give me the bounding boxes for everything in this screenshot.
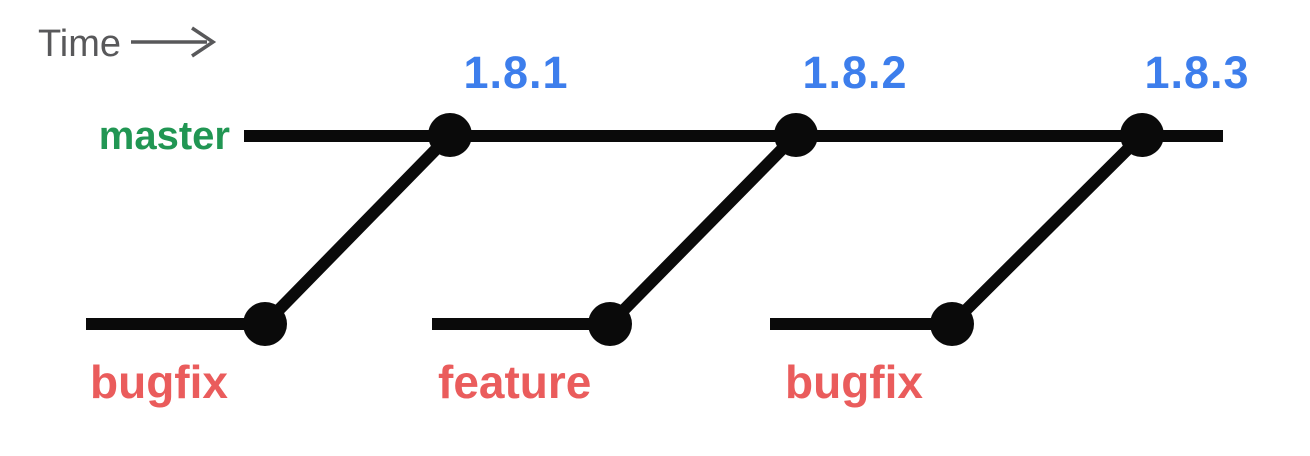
feature-branch-label: feature bbox=[438, 356, 592, 408]
release-tag-1-8-3: 1.8.3 bbox=[1144, 47, 1250, 98]
merge-line-bugfix-1 bbox=[260, 130, 455, 329]
time-axis-label: Time bbox=[38, 23, 122, 65]
right-arrow-icon bbox=[131, 26, 217, 58]
release-tag-1-8-2: 1.8.2 bbox=[802, 47, 908, 98]
commit-dot-bugfix-1 bbox=[243, 302, 287, 346]
commit-dot-feature bbox=[588, 302, 632, 346]
merge-commit-dot-3 bbox=[1120, 113, 1164, 157]
bugfix-branch-label-1: bugfix bbox=[90, 356, 228, 408]
merge-line-bugfix-2 bbox=[947, 130, 1147, 329]
merge-commit-dot-2 bbox=[774, 113, 818, 157]
merge-line-feature bbox=[605, 130, 801, 329]
merge-commit-dot-1 bbox=[428, 113, 472, 157]
release-tag-1-8-1: 1.8.1 bbox=[463, 47, 569, 98]
commit-dot-bugfix-2 bbox=[930, 302, 974, 346]
bugfix-branch-label-2: bugfix bbox=[785, 356, 923, 408]
master-branch-label: master bbox=[98, 114, 230, 158]
